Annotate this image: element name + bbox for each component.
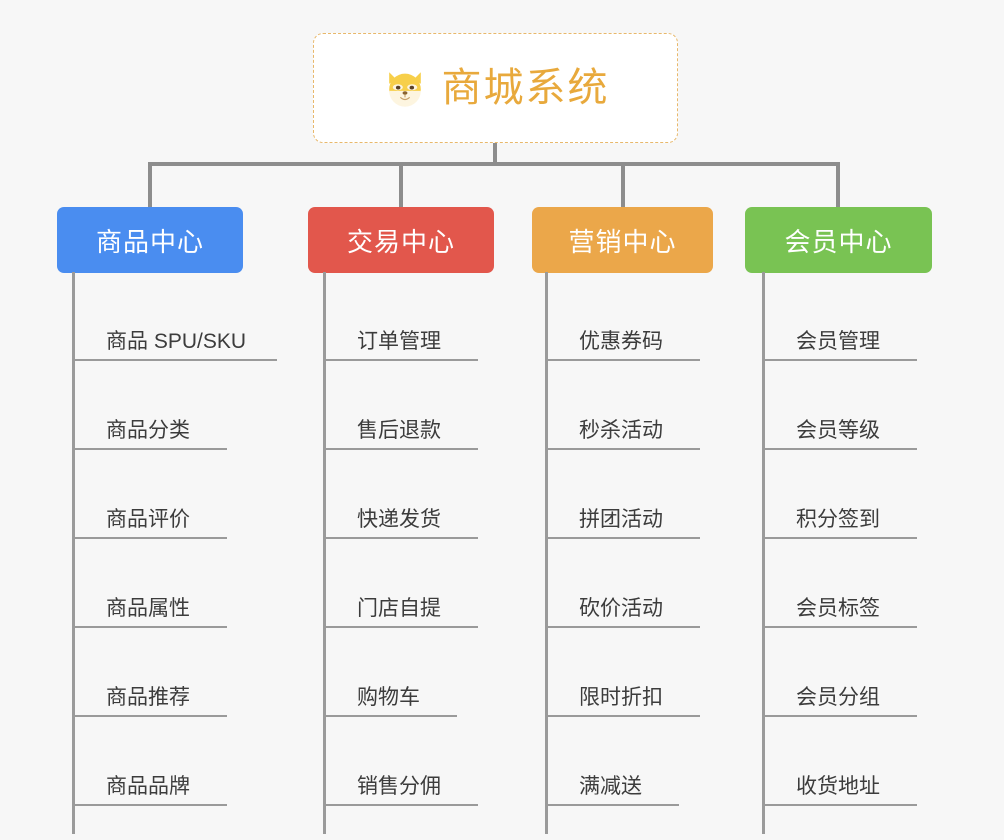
leaf-label: 优惠券码 — [579, 329, 663, 353]
connector-drop-1 — [148, 162, 152, 209]
leaf-item[interactable]: 限时折扣 — [545, 628, 700, 717]
leaf-item[interactable]: 拼团活动 — [545, 450, 700, 539]
leaf-item[interactable]: 购物车 — [323, 628, 457, 717]
leaf-item[interactable]: 积分签到 — [762, 450, 917, 539]
leaf-item[interactable]: 门店自提 — [323, 539, 478, 628]
root-node[interactable]: 商城系统 — [313, 33, 678, 143]
category-title-4: 会员中心 — [784, 226, 893, 257]
leaf-label: 秒杀活动 — [579, 418, 663, 442]
leaf-label: 售后退款 — [357, 418, 441, 442]
leaf-item[interactable]: 商品分类 — [72, 361, 227, 450]
leaf-item[interactable]: 会员管理 — [762, 272, 917, 361]
leaf-item[interactable]: 秒杀活动 — [545, 361, 700, 450]
connector-horizontal-bar — [148, 162, 840, 166]
leaf-item[interactable]: 满减送 — [545, 717, 679, 806]
leaf-spine-4 — [762, 272, 765, 834]
leaf-label: 会员管理 — [796, 329, 880, 353]
leaf-label: 拼团活动 — [579, 507, 663, 531]
leaf-label: 砍价活动 — [579, 596, 663, 620]
category-box-3[interactable]: 营销中心 — [532, 207, 713, 273]
category-title-3: 营销中心 — [568, 226, 677, 257]
leaf-item[interactable]: 会员等级 — [762, 361, 917, 450]
root-title: 商城系统 — [441, 66, 610, 110]
leaf-label: 商品推荐 — [106, 685, 190, 709]
leaf-label: 商品评价 — [106, 507, 190, 531]
leaf-label: 商品分类 — [106, 418, 190, 442]
leaf-item[interactable]: 订单管理 — [323, 272, 478, 361]
leaf-label: 会员标签 — [796, 596, 880, 620]
leaf-item[interactable]: 商品属性 — [72, 539, 227, 628]
leaf-item[interactable]: 会员标签 — [762, 539, 917, 628]
leaf-label: 购物车 — [357, 685, 420, 709]
leaf-item[interactable]: 商品品牌 — [72, 717, 227, 806]
leaf-label: 商品 SPU/SKU — [106, 329, 247, 353]
leaf-label: 收货地址 — [796, 774, 880, 798]
leaf-item[interactable]: 商品 SPU/SKU — [72, 272, 277, 361]
connector-root-stem — [493, 143, 497, 166]
leaf-item[interactable]: 收货地址 — [762, 717, 917, 806]
leaf-label: 订单管理 — [357, 329, 441, 353]
category-box-4[interactable]: 会员中心 — [745, 207, 932, 273]
leaf-label: 销售分佣 — [357, 774, 441, 798]
shiba-dog-icon — [382, 65, 428, 111]
leaf-item[interactable]: 售后退款 — [323, 361, 478, 450]
category-title-2: 交易中心 — [346, 226, 455, 257]
leaf-label: 门店自提 — [357, 596, 441, 620]
leaf-item[interactable]: 快递发货 — [323, 450, 478, 539]
leaf-label: 商品品牌 — [106, 774, 190, 798]
leaf-item[interactable]: 商品推荐 — [72, 628, 227, 717]
leaf-item[interactable]: 销售分佣 — [323, 717, 478, 806]
leaf-label: 商品属性 — [106, 596, 190, 620]
leaf-spine-2 — [323, 272, 326, 834]
leaf-label: 积分签到 — [796, 507, 880, 531]
connector-drop-3 — [621, 162, 625, 209]
category-box-1[interactable]: 商品中心 — [57, 207, 243, 273]
leaf-spine-1 — [72, 272, 75, 834]
leaf-item[interactable]: 商品评价 — [72, 450, 227, 539]
leaf-label: 限时折扣 — [579, 685, 663, 709]
leaf-item[interactable]: 砍价活动 — [545, 539, 700, 628]
category-box-2[interactable]: 交易中心 — [308, 207, 494, 273]
leaf-label: 满减送 — [579, 774, 642, 798]
leaf-item[interactable]: 会员分组 — [762, 628, 917, 717]
leaf-label: 会员分组 — [796, 685, 880, 709]
category-title-1: 商品中心 — [95, 226, 204, 257]
connector-drop-4 — [836, 162, 840, 209]
leaf-label: 快递发货 — [357, 507, 441, 531]
leaf-label: 会员等级 — [796, 418, 880, 442]
leaf-item[interactable]: 优惠券码 — [545, 272, 700, 361]
leaf-spine-3 — [545, 272, 548, 834]
connector-drop-2 — [399, 162, 403, 209]
